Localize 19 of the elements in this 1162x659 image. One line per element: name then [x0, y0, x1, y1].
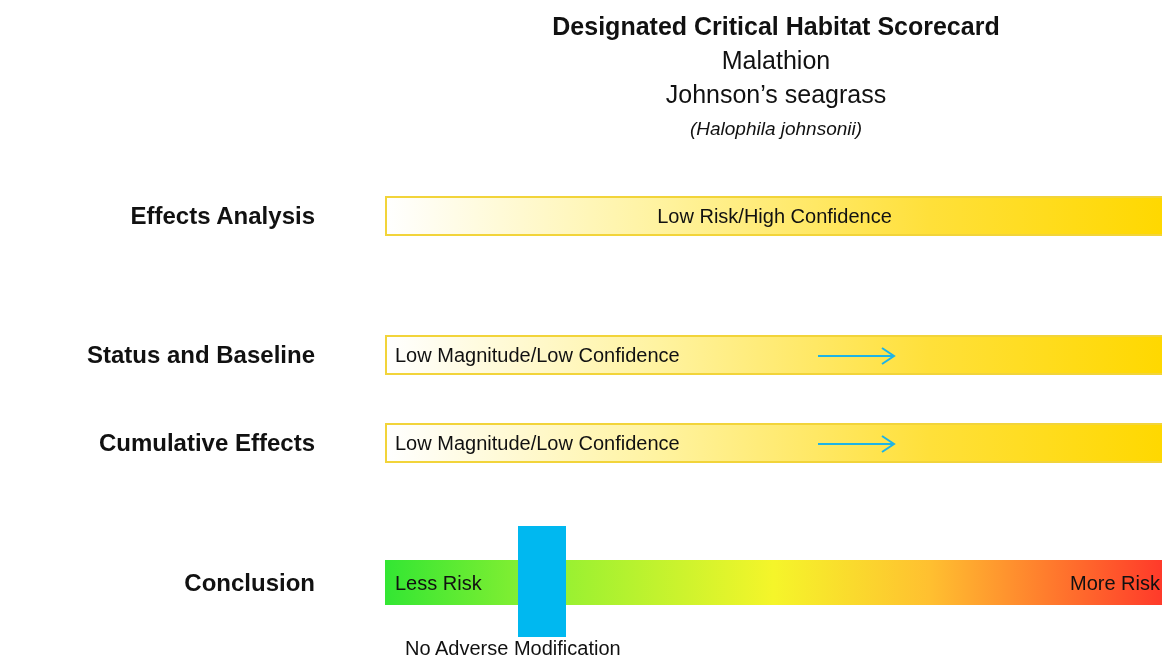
score-bar [385, 423, 1162, 463]
subtitle: Johnson’s seagrass [665, 80, 887, 109]
risk-scale-bar [385, 560, 1162, 605]
title: Designated Critical Habitat Scorecard [552, 12, 1000, 41]
score-bar [385, 335, 1162, 375]
row-heading: Conclusion [184, 568, 315, 597]
score-text: Low Magnitude/Low Confidence [395, 431, 680, 455]
score-text: Low Magnitude/Low Confidence [395, 343, 680, 367]
score-bar [385, 196, 1162, 236]
scale-end-label: Less Risk [395, 571, 482, 594]
scientific-name: (Halophila johnsonii) [689, 118, 863, 140]
scale-end-label: More Risk [1070, 571, 1160, 594]
score-text: Low Risk/High Confidence [657, 204, 892, 228]
row-heading: Status and Baseline [86, 341, 315, 369]
subtitle: Malathion [721, 46, 831, 75]
position-marker [518, 526, 566, 637]
row-heading: Effects Analysis [130, 202, 315, 230]
row-heading: Cumulative Effects [98, 429, 315, 457]
marker-label: No Adverse Modification [405, 637, 621, 659]
